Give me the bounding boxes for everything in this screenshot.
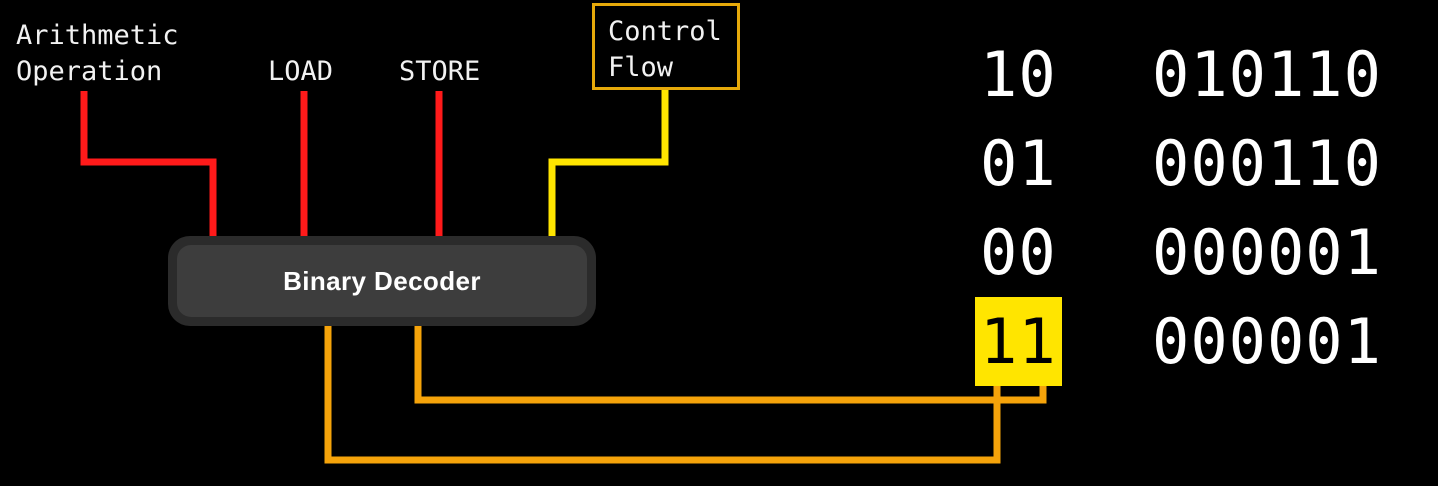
opcode-code: 000110 (1152, 127, 1382, 200)
opcode-code: 000001 (1152, 216, 1382, 289)
binary-decoder-label: Binary Decoder (283, 265, 481, 296)
opcode-selector: 10 (980, 38, 1057, 111)
opcode-code: 000001 (1152, 305, 1382, 378)
binary-decoder-inner: Binary Decoder (177, 245, 587, 317)
opcode-selector: 00 (980, 216, 1057, 289)
input-label-arithmetic-operation: Arithmetic Operation (16, 20, 179, 87)
opcode-code: 010110 (1152, 38, 1382, 111)
input-label-load: LOAD (268, 56, 334, 87)
wire-control-flow (548, 90, 669, 238)
wire-feedback-lower (324, 326, 1001, 464)
control-flow-label: Control Flow (608, 16, 722, 83)
input-label-store: STORE (399, 56, 481, 87)
wire-arithmetic-operation (80, 91, 217, 238)
wire-feedback-upper (414, 326, 1047, 404)
opcode-table: 10 010110 01 000110 00 000001 11 000001 (975, 30, 1382, 386)
control-flow-box[interactable]: Control Flow (592, 3, 740, 90)
binary-decoder-box[interactable]: Binary Decoder (168, 236, 596, 326)
opcode-selector-highlighted[interactable]: 11 (975, 297, 1062, 386)
opcode-selector: 01 (980, 127, 1057, 200)
